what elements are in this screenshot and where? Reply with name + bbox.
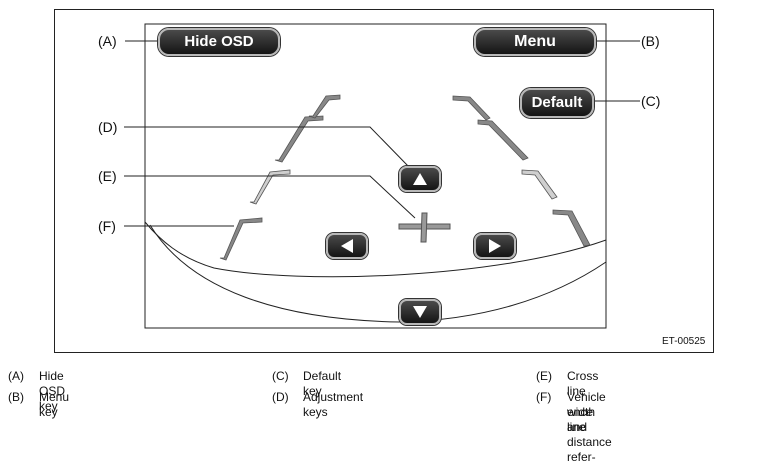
callout-d: (D)	[98, 119, 118, 135]
display-frame	[54, 9, 714, 353]
adjust-down-button[interactable]	[399, 299, 441, 325]
leader-lines	[124, 40, 640, 227]
adjust-right-button[interactable]	[474, 233, 516, 259]
callout-e: (E)	[98, 168, 117, 184]
triangle-right-icon	[489, 239, 501, 253]
hide-osd-key[interactable]: Hide OSD	[158, 28, 280, 56]
callout-a: (A)	[98, 33, 117, 49]
distance-arc-upper	[144, 221, 607, 278]
triangle-up-icon	[413, 173, 427, 185]
guide-line-diagram	[124, 23, 640, 329]
triangle-down-icon	[413, 306, 427, 318]
distance-arc-lower	[149, 224, 607, 323]
right-width-line	[452, 95, 591, 247]
menu-key[interactable]: Menu	[474, 28, 596, 56]
left-width-line	[219, 94, 341, 261]
figure-code: ET-00525	[662, 336, 706, 347]
cross-line	[398, 212, 451, 243]
triangle-left-icon	[341, 239, 353, 253]
default-key[interactable]: Default	[520, 88, 594, 118]
callout-c: (C)	[641, 93, 661, 109]
callout-b: (B)	[641, 33, 660, 49]
callout-f: (F)	[98, 218, 116, 234]
adjust-up-button[interactable]	[399, 166, 441, 192]
adjust-left-button[interactable]	[326, 233, 368, 259]
